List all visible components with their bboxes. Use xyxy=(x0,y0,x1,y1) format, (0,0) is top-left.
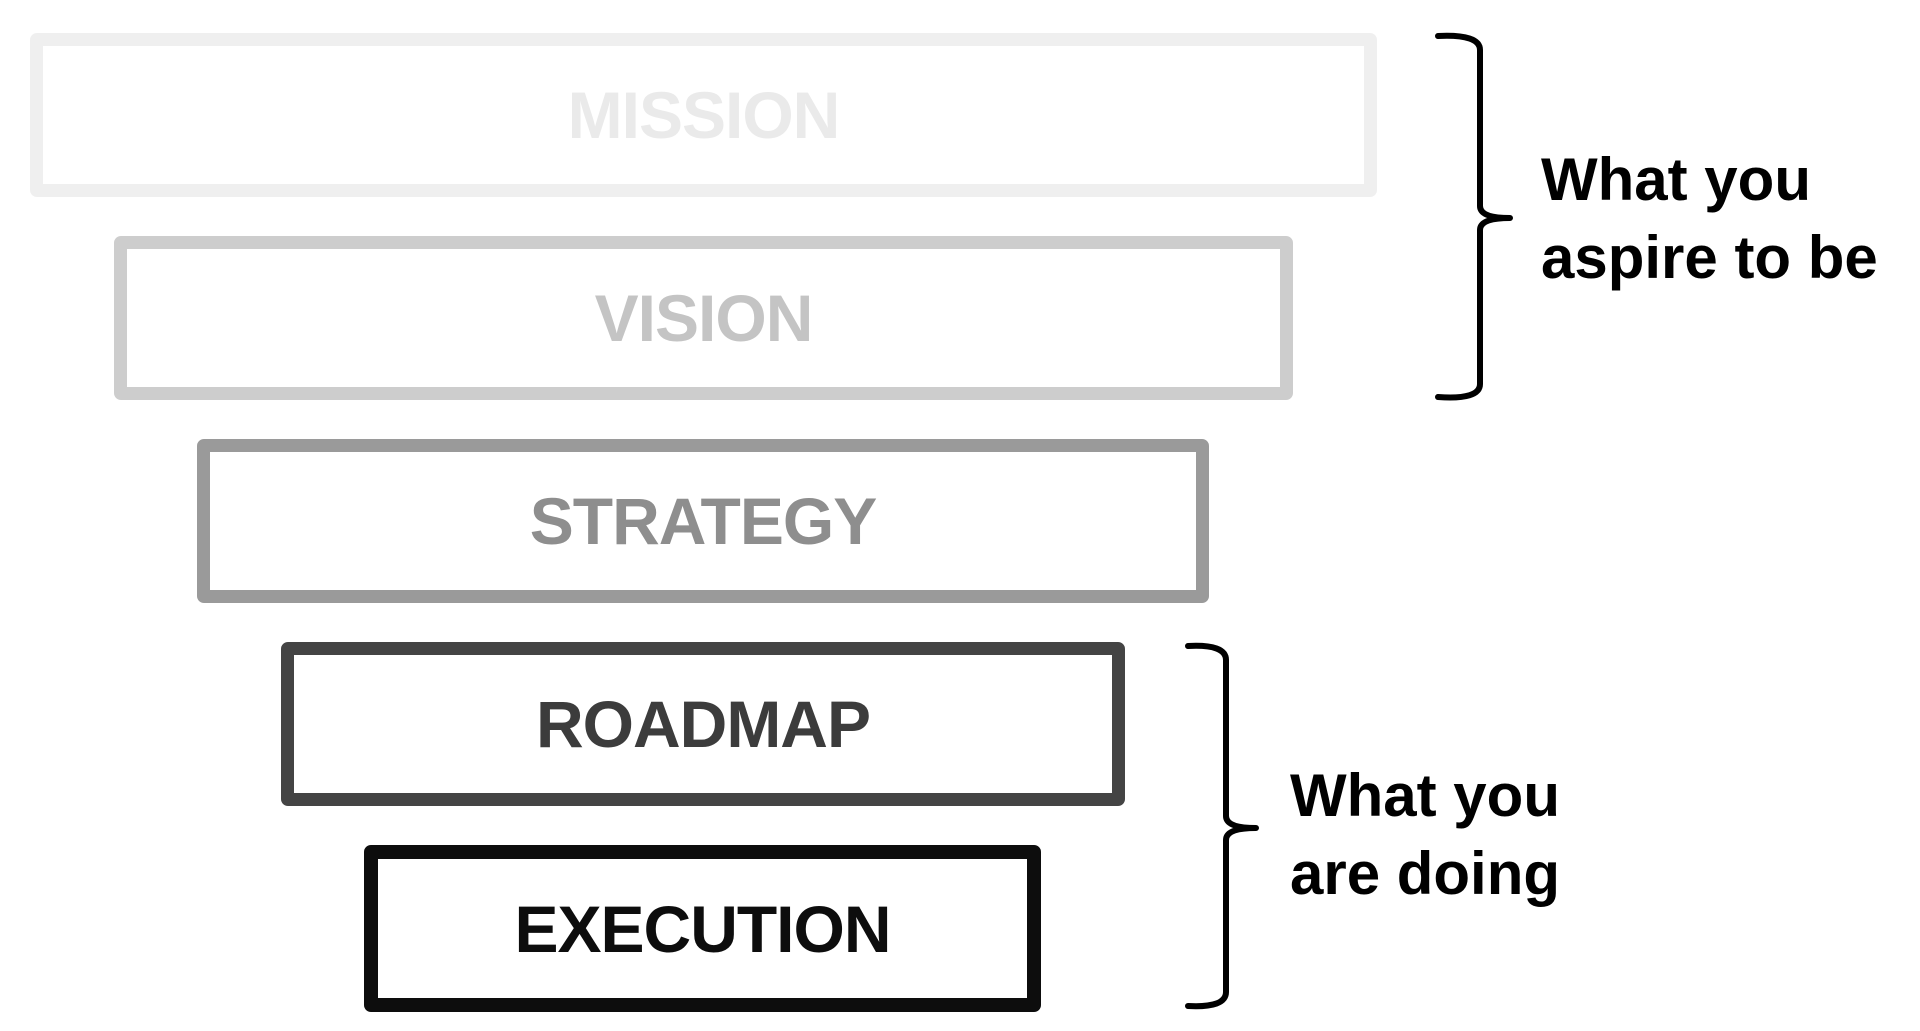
vision-label: VISION xyxy=(594,281,814,355)
aspire-caption-line1: What you xyxy=(1541,146,1811,213)
strategy-label: STRATEGY xyxy=(529,484,877,558)
roadmap-label: ROADMAP xyxy=(536,687,871,761)
aspire-caption: What you aspire to be xyxy=(1541,141,1878,297)
vision-box: VISION xyxy=(114,236,1293,400)
doing-caption-line2: are doing xyxy=(1290,840,1561,907)
doing-bracket xyxy=(1185,642,1259,1010)
execution-box: EXECUTION xyxy=(364,845,1041,1012)
mission-box: MISSION xyxy=(30,33,1377,197)
mission-label: MISSION xyxy=(567,78,841,152)
execution-label: EXECUTION xyxy=(514,891,891,966)
roadmap-box: ROADMAP xyxy=(281,642,1125,806)
doing-caption-line1: What you xyxy=(1290,762,1560,829)
strategy-box: STRATEGY xyxy=(197,439,1209,603)
aspire-caption-line2: aspire to be xyxy=(1541,224,1878,291)
aspire-bracket xyxy=(1435,32,1513,401)
doing-caption: What you are doing xyxy=(1290,757,1560,913)
